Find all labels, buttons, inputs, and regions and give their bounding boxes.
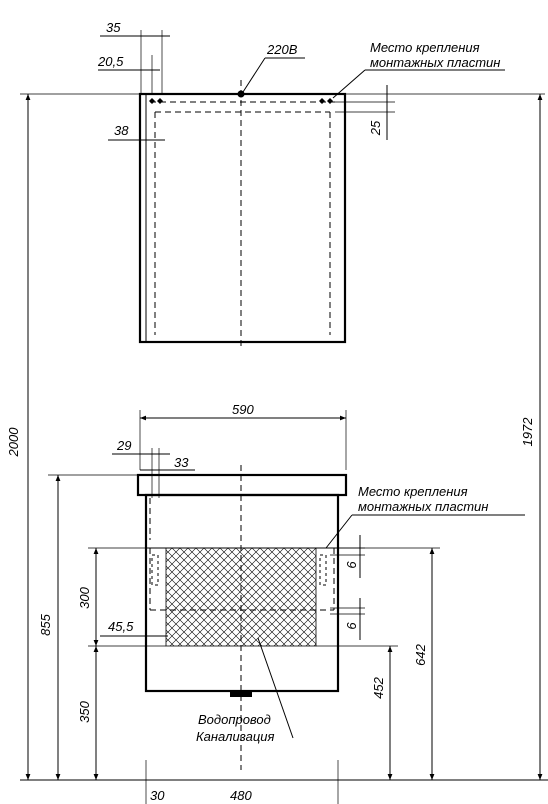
vanity-dimension-29: 29	[112, 438, 170, 498]
dim-38: 38	[114, 123, 129, 138]
mirror-mount-label-1: Место крепления	[370, 40, 480, 55]
drain-support	[230, 691, 252, 697]
dim-452: 452	[371, 676, 386, 698]
vanity-mount-callout: Место крепления монтажных пластин	[325, 484, 525, 549]
sewer-label: Канализация	[196, 729, 274, 744]
vanity-dimension-642: 642	[338, 547, 440, 780]
dim-350: 350	[77, 700, 92, 722]
overall-dimension-1972: 1972	[345, 93, 545, 780]
dim-300: 300	[77, 586, 92, 608]
dim-29: 29	[116, 438, 131, 453]
vanity-dimension-452: 452	[316, 645, 398, 780]
mirror-dimension-35: 35	[100, 20, 170, 94]
vanity-mount-label-2: монтажных пластин	[358, 499, 488, 514]
dim-2000: 2000	[6, 427, 21, 458]
dim-855: 855	[38, 613, 53, 635]
overall-dimension-2000: 2000	[6, 93, 140, 781]
vanity-dimension-6-bottom: 6	[330, 598, 365, 640]
power-outlet-point	[237, 90, 245, 98]
dim-33: 33	[174, 455, 189, 470]
vanity-cabinet	[136, 465, 348, 770]
mirror-dimension-38: 38	[108, 123, 165, 141]
vanity-dimension-33: 33	[140, 455, 195, 471]
bottom-dim-right: 480	[230, 788, 252, 803]
dim-6-bottom: 6	[344, 622, 359, 630]
dim-642: 642	[413, 643, 428, 665]
dim-590: 590	[232, 402, 254, 417]
vanity-dimension-45-5: 45,5	[100, 619, 168, 637]
dim-6-top: 6	[344, 561, 359, 569]
vanity-dimension-855: 855	[38, 474, 140, 780]
power-callout: 220В	[242, 42, 305, 93]
mirror-dimension-20-5: 20,5	[97, 54, 160, 94]
dim-1972: 1972	[520, 417, 535, 447]
bottom-dimensions: 30 480	[145, 760, 339, 804]
plumbing-callout: Водопровод Канализация	[196, 637, 294, 744]
vanity-dimension-590: 590	[139, 402, 347, 470]
mounting-plates-top	[149, 98, 333, 104]
vanity-mount-label-1: Место крепления	[358, 484, 468, 499]
mirror-cabinet	[138, 80, 347, 350]
mirror-mount-label-2: монтажных пластин	[370, 55, 500, 70]
bottom-dim-left: 30	[150, 788, 165, 803]
dim-35: 35	[106, 20, 121, 35]
vanity-dimension-6-top: 6	[330, 535, 365, 578]
mirror-mount-callout: Место крепления монтажных пластин	[332, 40, 505, 99]
mirror-dimension-25: 25	[335, 85, 395, 140]
power-label: 220В	[266, 42, 298, 57]
dim-20-5: 20,5	[97, 54, 124, 69]
dim-45-5: 45,5	[108, 619, 134, 634]
vanity-dimension-350: 350	[77, 646, 99, 780]
dim-25: 25	[368, 120, 383, 136]
water-label: Водопровод	[198, 712, 271, 727]
vanity-dimension-300: 300	[77, 547, 166, 647]
